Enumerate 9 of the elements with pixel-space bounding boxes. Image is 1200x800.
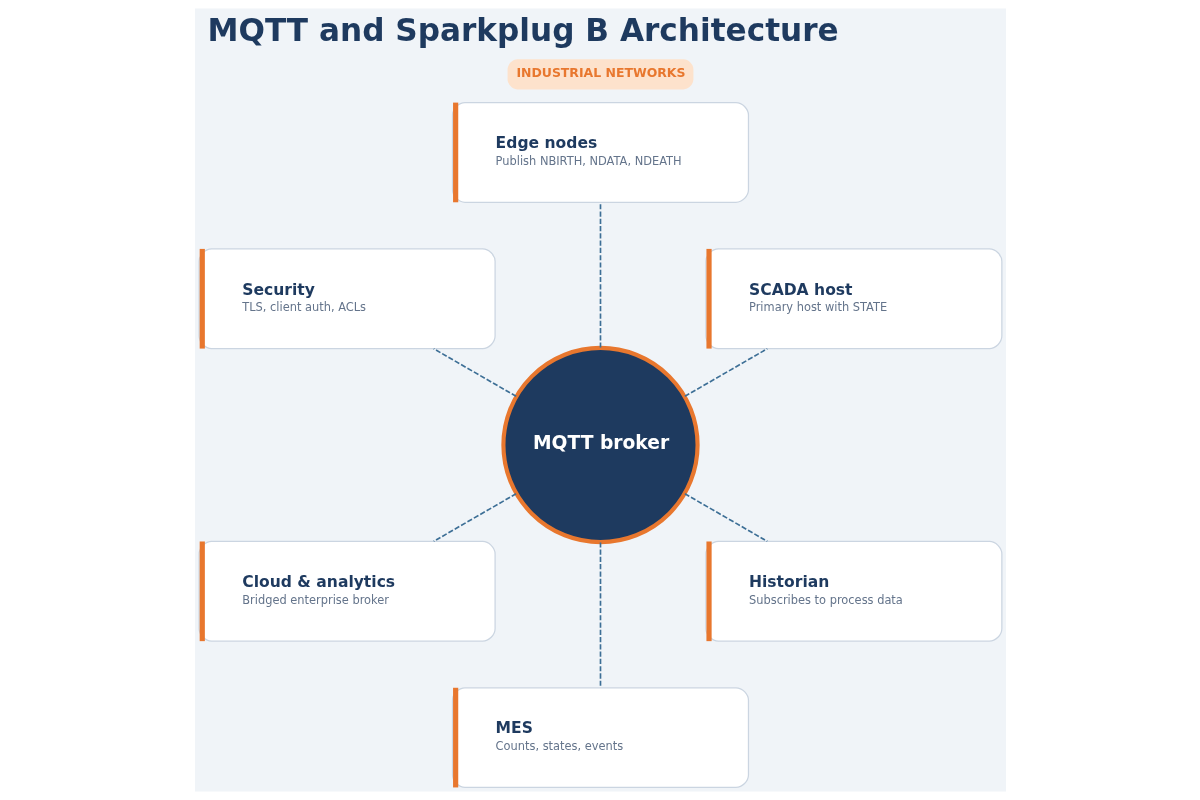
connector xyxy=(599,541,601,689)
connector xyxy=(432,347,517,398)
connector xyxy=(432,492,517,543)
connector xyxy=(683,347,768,398)
connector xyxy=(599,201,601,349)
label: INDUSTRIAL NETWORKS xyxy=(515,65,685,81)
node-circle: MQTT broker xyxy=(500,345,700,545)
diagram-title: MQTT and Sparkplug B Architecture xyxy=(206,11,839,48)
connector xyxy=(683,492,768,543)
